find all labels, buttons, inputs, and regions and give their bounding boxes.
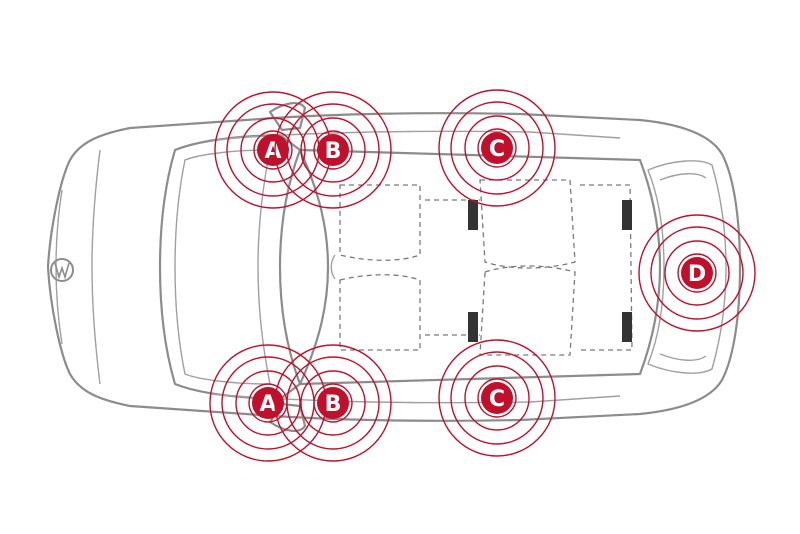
- marker-dot: [481, 132, 513, 164]
- marker-ring: [286, 103, 380, 197]
- marker-ring: [638, 214, 756, 332]
- speaker-rear-left-bottom: [468, 312, 478, 342]
- brand-logo: [50, 258, 74, 282]
- marker-dot: [317, 387, 349, 419]
- marker-label: B: [325, 139, 342, 164]
- marker-d-trunk: D: [638, 214, 756, 332]
- marker-ring: [274, 91, 392, 209]
- marker-ring: [464, 115, 530, 181]
- speaker-trunk-bottom: [622, 312, 632, 342]
- marker-ring: [235, 370, 301, 436]
- marker-label: A: [259, 392, 276, 417]
- marker-dot: [681, 257, 713, 289]
- marker-label: C: [489, 137, 505, 162]
- car-body: [46, 102, 742, 432]
- marker-label: D: [688, 262, 706, 287]
- marker-label: B: [325, 392, 342, 417]
- marker-ring: [274, 344, 392, 462]
- seats-outline: [339, 179, 633, 356]
- marker-ring: [253, 130, 293, 170]
- marker-ring: [450, 351, 544, 445]
- marker-ring: [464, 365, 530, 431]
- marker-ring: [477, 378, 517, 418]
- marker-ring: [664, 240, 730, 306]
- marker-dot: [257, 134, 289, 166]
- interior-speakers: [468, 200, 632, 342]
- marker-ring: [438, 339, 556, 457]
- marker-c-rear-right-door: C: [438, 339, 556, 457]
- marker-dot: [481, 382, 513, 414]
- marker-b-front-right-door-rear: B: [274, 344, 392, 462]
- marker-ring: [677, 253, 717, 293]
- speaker-trunk-top: [622, 200, 632, 230]
- marker-ring: [650, 226, 744, 320]
- marker-ring: [477, 128, 517, 168]
- marker-c-rear-left-door: C: [438, 89, 556, 207]
- marker-label: C: [489, 387, 505, 412]
- marker-label: A: [264, 139, 281, 164]
- marker-ring: [450, 101, 544, 195]
- markers-layer: A B C A B C D: [209, 89, 756, 462]
- marker-ring: [286, 356, 380, 450]
- marker-ring: [300, 370, 366, 436]
- marker-b-front-left-door-rear: B: [274, 91, 392, 209]
- marker-ring: [438, 89, 556, 207]
- speaker-rear-left-top: [468, 200, 478, 230]
- marker-ring: [300, 117, 366, 183]
- marker-ring: [240, 117, 306, 183]
- marker-a-front-right-door: A: [209, 344, 327, 462]
- marker-ring: [313, 130, 353, 170]
- marker-ring: [313, 383, 353, 423]
- marker-dot: [317, 134, 349, 166]
